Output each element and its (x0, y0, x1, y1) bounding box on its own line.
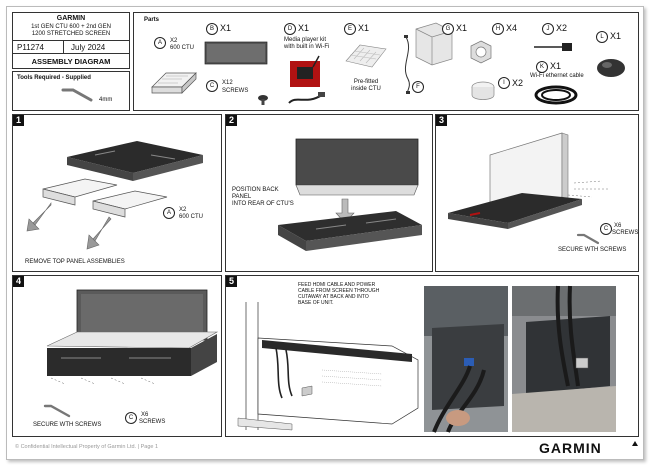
parts-block: Parts A X2 600 CTU B X1 C X12 SCREWS D X… (133, 12, 639, 111)
ctu-600-image (151, 72, 197, 94)
mouse-image (597, 59, 625, 77)
part-g-marker: G (442, 23, 454, 35)
step-1-number: 1 (13, 115, 24, 126)
step-2-number: 2 (226, 115, 237, 126)
step-3-callout-qty: X6 (614, 223, 622, 229)
tool-size: 4mm (99, 97, 113, 103)
allen-key-icon (61, 88, 93, 102)
flex-cable-image (404, 35, 410, 94)
usb-cable-image (288, 92, 325, 104)
product-line-2: 1200 STRETCHED SCREEN (31, 31, 111, 37)
media-player-image (290, 55, 320, 87)
screw-image (258, 95, 268, 105)
step-3-callout-desc: SCREWS (612, 230, 639, 236)
step-5-instruction-line-3: CUTAWAY AT BACK AND INTO (298, 294, 369, 300)
doc-title: ASSEMBLY DIAGRAM (31, 57, 111, 66)
part-e-qty: X1 (358, 23, 370, 33)
footer-confidential: © Confidential Intellectual Property of … (15, 444, 159, 450)
part-l-qty: X1 (610, 31, 622, 41)
cap-image (471, 81, 495, 100)
step-5-instruction-line-2: CABLE FROM SCREEN THROUGH (298, 288, 380, 294)
part-j-qty: X2 (556, 23, 568, 33)
step-1-panel: 1 A X2 600 CTU REMOVE TOP PANEL ASSEMBLI… (12, 114, 222, 272)
part-k-qty: X1 (550, 61, 562, 71)
divider (13, 53, 129, 54)
keypad-image (345, 44, 387, 68)
ethernet-cable-image (534, 85, 578, 105)
allen-key-icon (43, 404, 71, 418)
step-4-panel: 4 C X6 SCREWS SECURE WTH SCREWS (12, 275, 222, 437)
part-h-marker: H (492, 23, 504, 35)
step-2-illustration (278, 138, 422, 251)
part-c-desc: SCREWS (222, 88, 249, 94)
step-1-callout-qty: X2 (179, 207, 187, 213)
part-c-qty: X12 (222, 80, 233, 86)
step-4-callout-qty: X6 (141, 412, 149, 418)
part-f-marker: F (412, 81, 424, 93)
step-5-photo-left (424, 286, 508, 433)
footer-logo: GARMIN (539, 440, 602, 456)
step-1-callout-marker: A (163, 207, 175, 219)
step-3-number: 3 (436, 115, 447, 126)
part-k-desc: Wi-Fi ethernet cable (530, 73, 584, 79)
tools-block: Tools Required - Supplied 4mm (12, 71, 130, 111)
part-e-marker: E (344, 23, 356, 35)
brand-label: GARMIN (56, 15, 86, 22)
step-2-panel: 2 POSITION BACK PANEL INTO REAR OF CTU'S (225, 114, 433, 272)
step-3-panel: 3 C X6 SCREWS SECURE WTH SCREWS (435, 114, 639, 272)
step-3-instruction: SECURE WTH SCREWS (558, 247, 627, 253)
part-k-marker: K (536, 61, 548, 73)
allen-key-icon (576, 233, 600, 245)
power-cable-image (534, 43, 572, 51)
step-3-callout-marker: C (600, 223, 612, 235)
step-1-instruction: REMOVE TOP PANEL ASSEMBLIES (25, 259, 125, 265)
part-d-marker: D (284, 23, 296, 35)
step-4-callout-marker: C (125, 412, 137, 424)
step-4-instruction: SECURE WTH SCREWS (33, 422, 102, 428)
screen-panel-image (204, 41, 268, 65)
divider (13, 40, 129, 41)
part-a-marker: A (154, 37, 166, 49)
assembly-sheet: GARMIN 1st GEN CTU 600 + 2nd GEN 1200 ST… (6, 6, 644, 460)
doc-date: July 2024 (71, 43, 106, 52)
part-j-marker: J (542, 23, 554, 35)
step-2-instruction-line-3: INTO REAR OF CTU'S (232, 201, 294, 207)
parts-title: Parts (144, 17, 160, 23)
step-5-instruction-line-4: BASE OF UNIT. (298, 300, 334, 306)
divider (63, 40, 64, 53)
title-block: GARMIN 1st GEN CTU 600 + 2nd GEN 1200 ST… (12, 12, 130, 69)
nut-image (470, 40, 492, 64)
part-a-desc: 600 CTU (170, 45, 195, 51)
step-5-panel: 5 FEED HDMI CABLE AND POWER CABLE FROM S… (225, 275, 639, 437)
part-i-qty: X2 (512, 78, 524, 88)
part-i-marker: I (498, 77, 510, 89)
step-4-number: 4 (13, 276, 24, 287)
part-number: P11274 (17, 43, 44, 52)
step-2-instruction-line-1: POSITION BACK (232, 187, 279, 193)
part-d-qty: X1 (298, 23, 310, 33)
part-l-marker: L (596, 31, 608, 43)
step-5-photo-right (512, 285, 616, 432)
step-4-callout-desc: SCREWS (139, 419, 166, 425)
tools-title: Tools Required - Supplied (17, 75, 91, 81)
step-5-number: 5 (226, 276, 237, 287)
step-5-line-drawing (237, 302, 419, 431)
part-a-qty: X2 (170, 38, 178, 44)
step-4-illustration (46, 289, 219, 385)
step-3-illustration (448, 132, 608, 229)
part-b-qty: X1 (220, 23, 232, 33)
step-2-instruction-line-2: PANEL (232, 194, 252, 200)
step-1-callout-desc: 600 CTU (179, 214, 204, 220)
footer-logo-mark (632, 441, 638, 446)
part-g-qty: X1 (456, 23, 468, 33)
step-5-instruction-line-1: FEED HDMI CABLE AND POWER (298, 282, 376, 288)
part-c-marker: C (206, 80, 218, 92)
step-1-illustration (26, 141, 203, 250)
part-h-qty: X4 (506, 23, 518, 33)
product-line-1: 1st GEN CTU 600 + 2nd GEN (31, 24, 111, 30)
part-b-marker: B (206, 23, 218, 35)
